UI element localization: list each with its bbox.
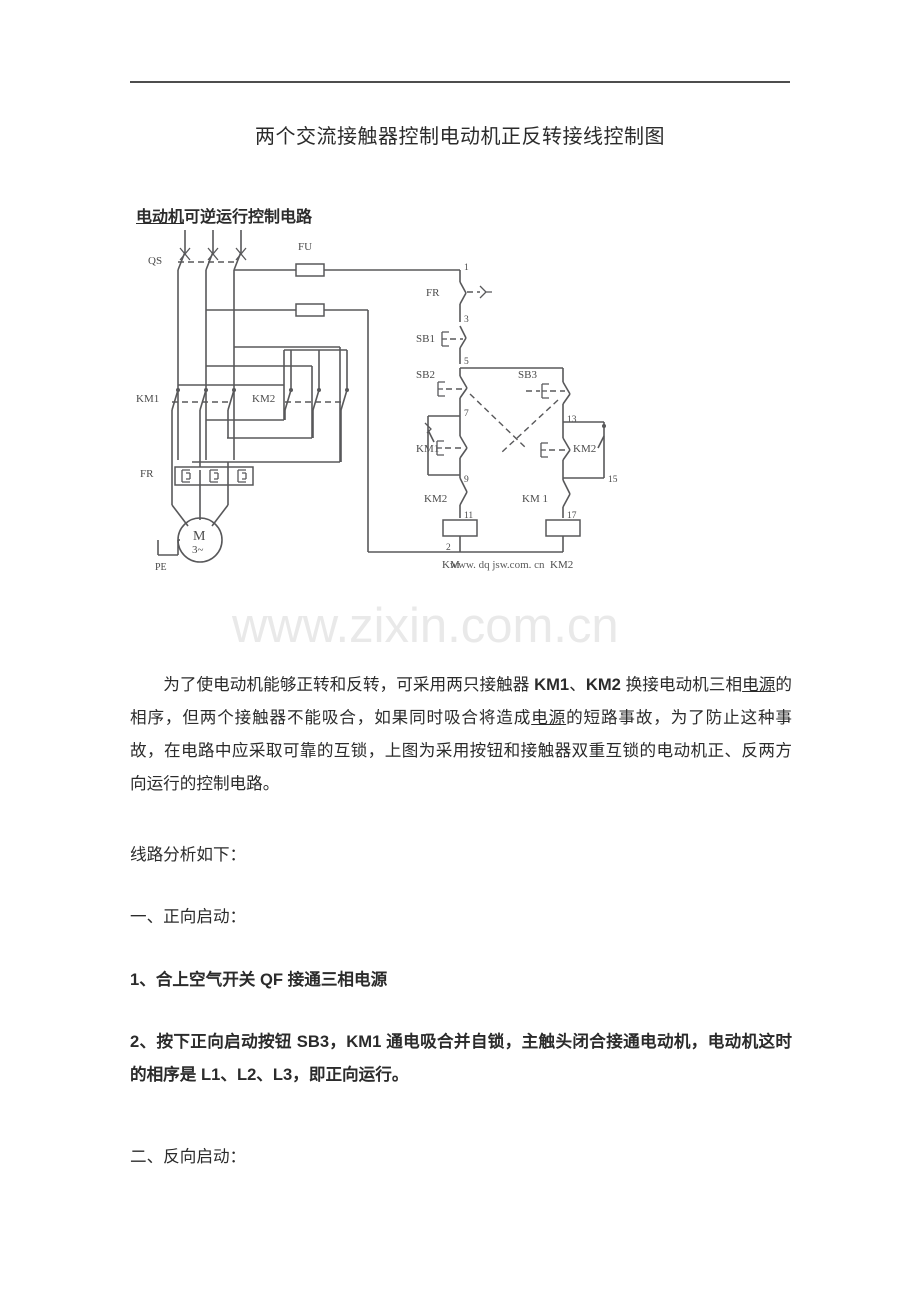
figure-subtitle-rest: 可逆运行控制电路 — [184, 209, 313, 226]
node-13: 13 — [567, 415, 577, 425]
sb2-label: SB2 — [416, 369, 435, 381]
km1-series-label: KM 1 — [522, 493, 548, 505]
fr-body — [174, 466, 254, 486]
km1-nc-series-right: KM 1 17 KM2 — [522, 479, 581, 571]
circuit-diagram: .w{stroke:#58585a;stroke-width:1.6;fill:… — [130, 230, 650, 600]
intro-km2: KM2 — [585, 675, 621, 694]
km2-label: KM2 — [252, 393, 275, 405]
link-power-source-2[interactable]: 电源 — [531, 708, 567, 727]
fu-fuses: FU — [206, 241, 460, 553]
intro-part-2: 换接电动机三相 — [620, 675, 743, 694]
km2-coil — [545, 519, 581, 537]
fuse-1 — [295, 263, 325, 277]
sb1-label: SB1 — [416, 333, 435, 345]
km2-main-contacts: KM2 — [252, 349, 349, 462]
km2-series-label: KM2 — [424, 493, 447, 505]
fu-label: FU — [298, 241, 312, 253]
motor-phase-text: 3~ — [192, 544, 204, 556]
phase-reversal-wiring — [178, 346, 341, 463]
node-7: 7 — [464, 409, 469, 419]
fr-label: FR — [140, 468, 154, 480]
motor-symbol: M 3~ — [171, 504, 229, 563]
node-3: 3 — [464, 315, 469, 325]
sb3-reverse-button: SB3 13 — [518, 369, 577, 425]
intro-part-3: 的相序，但两个接触器不能吸合，如果同时吸合将造成 — [130, 675, 792, 727]
pe-ground: PE — [155, 539, 180, 573]
mechanical-interlock-links — [469, 393, 559, 453]
figure-subtitle: 电动机可逆运行控制电路 — [136, 203, 312, 227]
main-power-bus — [177, 292, 235, 460]
km1-main-contacts: KM1 — [136, 388, 236, 470]
fr-thermal-relay: FR — [140, 462, 254, 505]
node-9: 9 — [464, 475, 469, 485]
paragraph-analysis-heading: 线路分析如下： — [130, 845, 247, 864]
intro-part-4: 的短路事故，为了防止这种事故，在电路中应采取可靠的互锁，上图为采用按钮和接触器双… — [130, 708, 793, 793]
node-1: 1 — [464, 263, 469, 273]
km2-interlock-contact: KM2 15 — [540, 418, 618, 485]
intro-sep: 、 — [569, 675, 586, 694]
control-fr-contact: 1 FR — [426, 263, 492, 322]
km1-coil-label: KM — [442, 559, 460, 571]
sb2-forward-button: SB2 7 — [416, 368, 469, 419]
km2-coil-label: KM2 — [550, 559, 573, 571]
sb3-label: SB3 — [518, 369, 537, 381]
step-1: 1、合上空气开关 QF 接通三相电源 — [130, 970, 388, 989]
control-fr-label: FR — [426, 287, 440, 299]
km2-interlock-label: KM2 — [573, 443, 596, 455]
header-divider — [130, 81, 790, 83]
figure-subtitle-underlined: 电动机 — [136, 209, 185, 226]
node-11: 11 — [464, 511, 473, 521]
incoming-phase-lines — [184, 230, 242, 252]
step-2: 2、按下正向启动按钮 SB3，KM1 通电吸合并自锁，主触头闭合接通电动机，电动… — [130, 1032, 792, 1084]
link-power-source-1[interactable]: 电源 — [742, 675, 776, 694]
heading-reverse-start: 二、反向启动： — [130, 1147, 247, 1166]
page-watermark: www.zixin.com.cn — [232, 599, 619, 653]
figure-watermark-text: www. dq jsw.com. cn — [450, 559, 545, 571]
node-15: 15 — [608, 475, 618, 485]
km1-coil — [442, 519, 478, 537]
fuse-2 — [295, 303, 325, 317]
node-17: 17 — [567, 511, 577, 521]
node-5: 5 — [464, 357, 469, 367]
motor-letter: M — [193, 529, 206, 544]
qs-label: QS — [148, 255, 162, 267]
sb1-stop-button: 3 SB1 — [416, 315, 469, 364]
km1-interlock-contact: KM1 9 — [416, 412, 469, 485]
node-5-bus: 5 — [460, 357, 564, 382]
qs-disconnect-switch: QS — [148, 247, 247, 292]
intro-part-1: 为了使电动机能够正转和反转，可采用两只接触器 — [163, 675, 535, 694]
paragraph-intro: 为了使电动机能够正转和反转，可采用两只接触器 KM1、KM2 换接电动机三相电源… — [130, 668, 792, 800]
km1-label: KM1 — [136, 393, 159, 405]
km2-nc-series-left: KM2 11 2 KM — [424, 477, 478, 571]
page-title: 两个交流接触器控制电动机正反转接线控制图 — [255, 126, 665, 148]
intro-km1: KM1 — [534, 675, 570, 694]
heading-forward-start: 一、正向启动： — [130, 907, 247, 926]
node-2: 2 — [446, 543, 451, 553]
pe-label: PE — [155, 562, 167, 573]
